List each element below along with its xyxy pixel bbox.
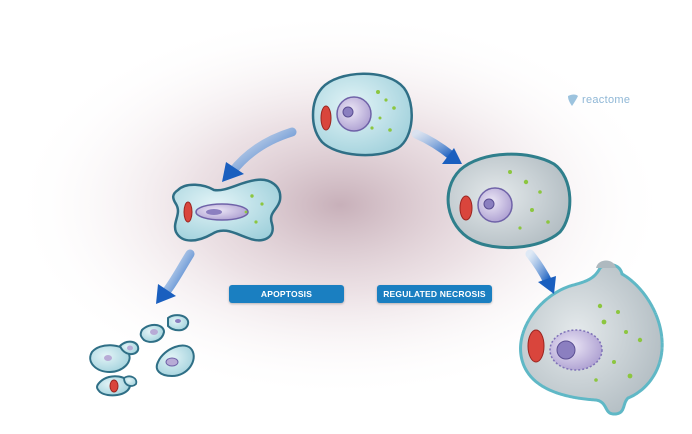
arrow-to-apoptotic-bodies — [156, 249, 195, 304]
mitochondrion — [320, 105, 332, 131]
granules — [508, 170, 550, 230]
granules — [594, 303, 643, 382]
brand-name: reactome — [582, 94, 631, 106]
arrow-to-apoptosis — [222, 127, 297, 182]
apoptosis-label: APOPTOSIS — [229, 285, 344, 303]
regulated-necrosis-label: REGULATED NECROSIS — [377, 285, 492, 303]
apoptotic-cell — [172, 178, 282, 242]
nucleolus — [342, 106, 354, 118]
nucleus — [477, 187, 513, 223]
apoptotic-bodies — [89, 314, 195, 397]
mitochondrion — [183, 201, 193, 223]
mitochondrion — [459, 195, 473, 221]
arrow-to-necrosis — [411, 129, 462, 164]
background-glow — [10, 10, 670, 400]
nucleus — [549, 329, 603, 371]
mitochondrion — [527, 329, 545, 363]
reactome-logo-icon — [568, 94, 578, 106]
reactome-brand: reactome — [566, 93, 630, 107]
ruptured-cell — [519, 260, 664, 416]
granules — [244, 194, 264, 224]
nucleolus — [206, 209, 222, 215]
nucleolus — [483, 198, 495, 210]
swelling-cell — [446, 152, 572, 250]
granules — [370, 90, 396, 132]
nucleus — [336, 96, 372, 132]
nucleolus — [556, 340, 576, 360]
healthy-cell — [311, 72, 413, 157]
arrow-to-rupture — [525, 249, 556, 294]
